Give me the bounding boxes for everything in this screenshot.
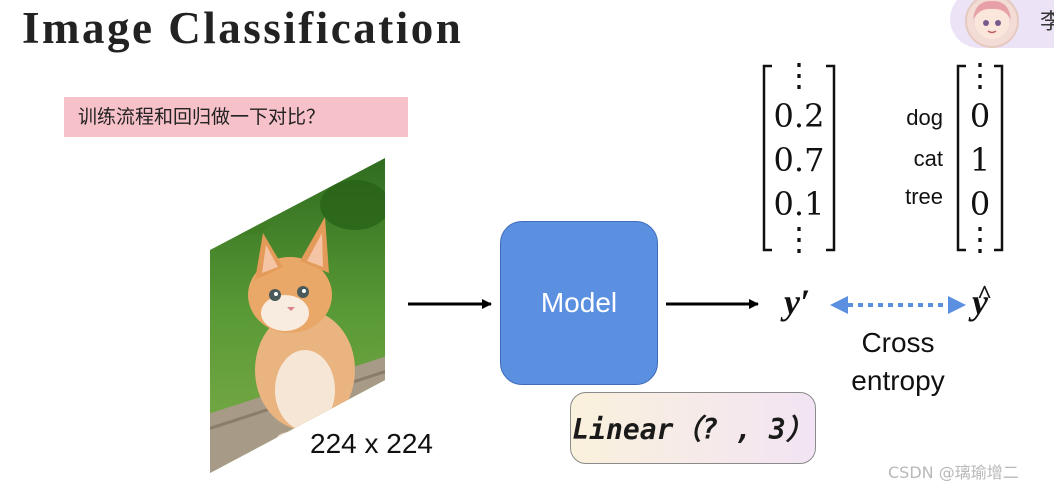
target-value: 0	[970, 185, 990, 223]
target-ellipsis-bottom: ⋮	[964, 220, 996, 258]
target-bracket	[956, 64, 1004, 252]
avatar-illustration	[973, 0, 1011, 39]
image-size-label: 224 x 224	[310, 428, 433, 459]
prediction-value: 0.2	[774, 97, 825, 135]
target-ellipsis-top: ⋮	[964, 56, 996, 94]
model-box: Model	[500, 221, 658, 385]
class-label-cat: cat	[914, 146, 943, 171]
target-value: 1	[970, 141, 990, 179]
prediction-ellipsis-top: ⋮	[783, 56, 815, 94]
linear-layer-note: Linear（? , 3）	[570, 392, 816, 464]
watermark: CSDN @璃瑜增二	[888, 463, 1019, 482]
target-value: 0	[970, 97, 990, 135]
loss-label-line1: Cross	[861, 327, 935, 358]
prediction-value: 0.7	[774, 141, 825, 179]
prediction-ellipsis-bottom: ⋮	[783, 220, 815, 258]
prediction-symbol: y′	[784, 282, 811, 322]
presenter-avatar	[965, 0, 1019, 48]
prediction-value: 0.1	[774, 185, 825, 223]
class-label-dog: dog	[906, 105, 943, 130]
loss-double-arrow	[830, 296, 966, 314]
slide-title: Image Classification	[22, 3, 464, 53]
question-banner: 训练流程和回归做一下对比？	[64, 97, 408, 137]
prediction-bracket	[762, 64, 836, 252]
kitten-image	[210, 158, 385, 473]
loss-label-line2: entropy	[851, 365, 945, 396]
model-label: Model	[540, 287, 618, 318]
target-hat: ^	[977, 280, 993, 309]
class-label-tree: tree	[905, 184, 943, 209]
loss-label: Cross entropy	[842, 324, 954, 400]
presenter-name: 李	[1040, 10, 1054, 35]
target-symbol: y	[972, 282, 988, 322]
